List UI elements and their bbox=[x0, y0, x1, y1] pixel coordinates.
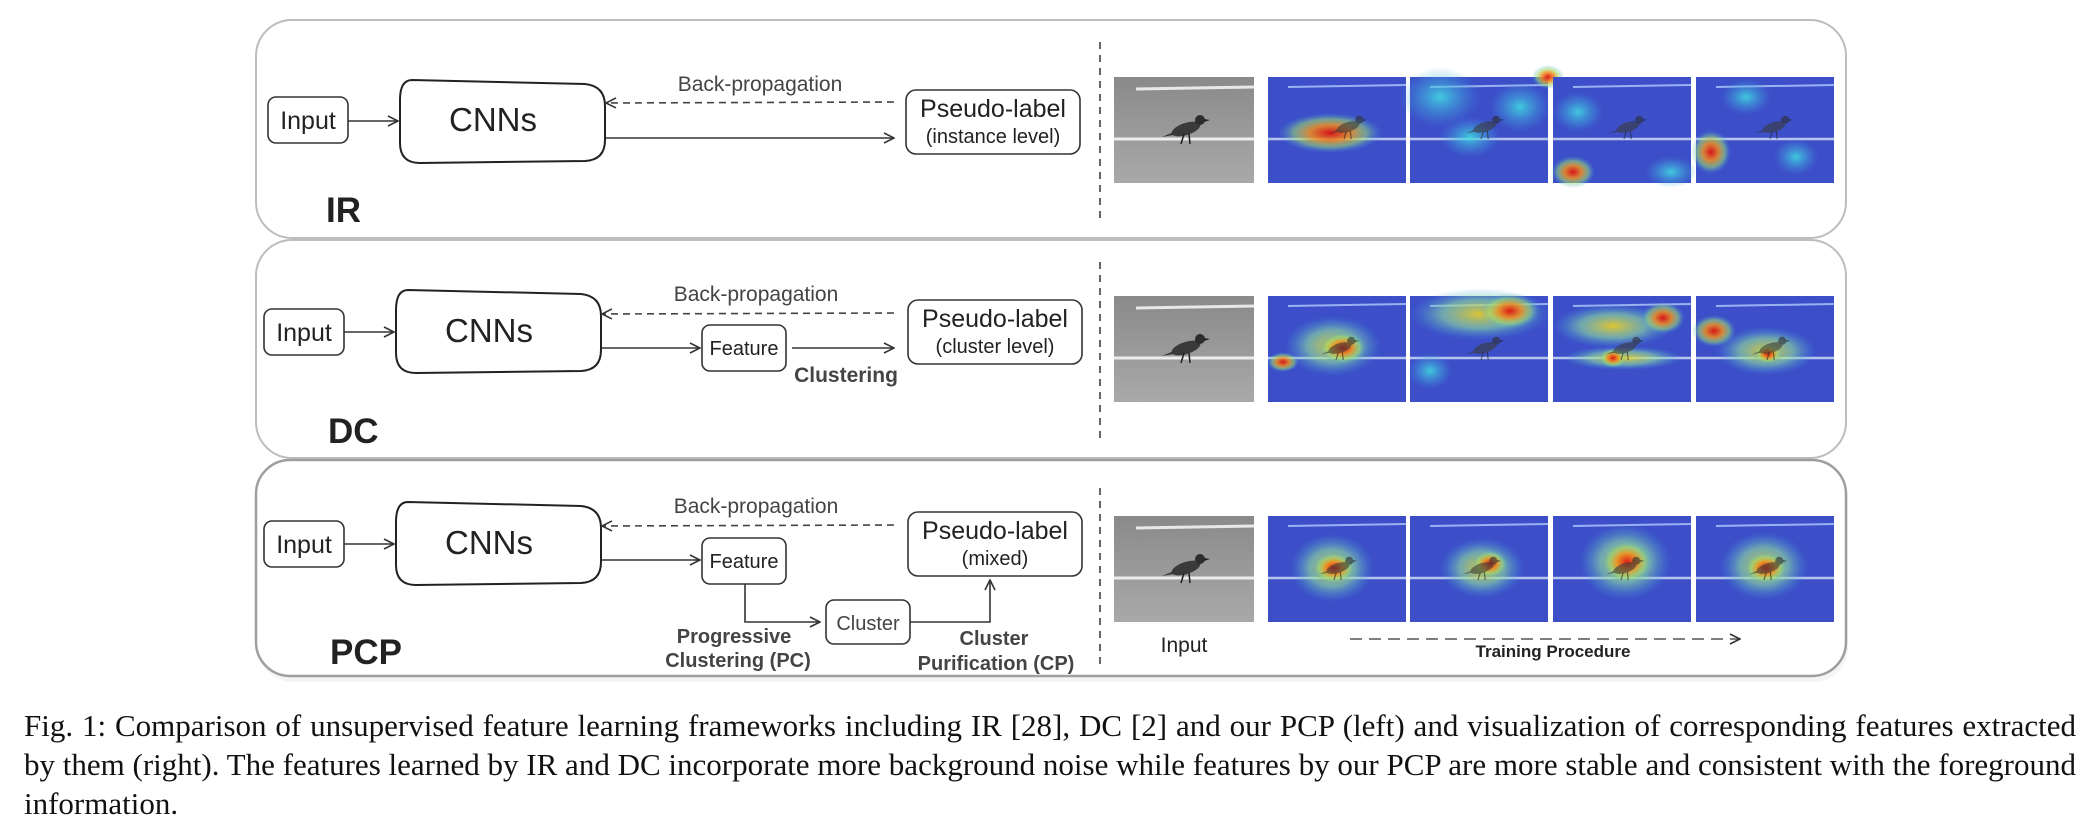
input-label: Input bbox=[280, 107, 336, 135]
pseudo-label-box bbox=[907, 511, 1083, 577]
feature-label: Feature bbox=[710, 551, 779, 573]
heatmap-ir-2 bbox=[1400, 65, 1564, 185]
pc-label-line2: Clustering (PC) bbox=[665, 650, 811, 672]
input-image-pcp bbox=[1112, 514, 1256, 624]
backprop-label: Back-propagation bbox=[678, 73, 843, 96]
cnn-label: CNNs bbox=[445, 312, 533, 349]
method-label-dc: DC bbox=[328, 412, 379, 451]
method-label-pcp: PCP bbox=[330, 633, 402, 672]
input-label: Input bbox=[276, 531, 332, 559]
heatmap-ir-1 bbox=[1266, 75, 1408, 185]
backprop-label: Back-propagation bbox=[674, 495, 839, 518]
cluster-label: Cluster bbox=[836, 613, 900, 635]
pc-label-line1: Progressive bbox=[677, 626, 792, 648]
backprop-label: Back-propagation bbox=[674, 283, 839, 306]
input-box bbox=[267, 96, 349, 144]
input-image-caption: Input bbox=[1161, 634, 1208, 657]
heatmap-dc-3 bbox=[1551, 294, 1693, 404]
input-image-dc bbox=[1112, 294, 1256, 404]
panel-pcp: Input CNNs Back-propagation Feature Clus… bbox=[254, 458, 1848, 682]
clustering-label: Clustering bbox=[794, 364, 898, 387]
cp-label-line1: Cluster bbox=[960, 628, 1029, 650]
cnn-block bbox=[399, 78, 606, 165]
heatmap-ir-3 bbox=[1551, 75, 1697, 188]
input-image-ir bbox=[1112, 75, 1256, 185]
heatmap-pcp-3 bbox=[1551, 514, 1693, 624]
feature-label: Feature bbox=[710, 338, 779, 360]
heatmap-pcp-4 bbox=[1694, 514, 1836, 624]
heatmap-dc-4 bbox=[1692, 294, 1836, 404]
panel-dc: Input CNNs Back-propagation Feature Clus… bbox=[255, 239, 1847, 459]
cnn-label: CNNs bbox=[449, 101, 537, 138]
heatmap-dc-2 bbox=[1408, 288, 1550, 404]
figure-diagram: Input CNNs Back-propagation Pseudo-label… bbox=[254, 19, 1848, 682]
cnn-block bbox=[395, 288, 602, 375]
heatmap-dc-1 bbox=[1266, 294, 1408, 404]
pseudo-label-box bbox=[907, 299, 1083, 365]
input-label: Input bbox=[276, 319, 332, 347]
method-label-ir: IR bbox=[326, 191, 361, 230]
heatmap-ir-4 bbox=[1691, 75, 1836, 185]
figure-caption: Fig. 1: Comparison of unsupervised featu… bbox=[24, 708, 2076, 821]
training-procedure-label: Training Procedure bbox=[1476, 642, 1631, 661]
panel-ir: Input CNNs Back-propagation Pseudo-label… bbox=[255, 19, 1847, 239]
pseudo-label-sub: (mixed) bbox=[962, 548, 1029, 570]
pseudo-label-title: Pseudo-label bbox=[922, 305, 1068, 333]
cp-label-line2: Purification (CP) bbox=[918, 653, 1075, 675]
feature-box bbox=[701, 537, 787, 585]
pseudo-label-title: Pseudo-label bbox=[922, 517, 1068, 545]
pseudo-label-sub: (cluster level) bbox=[936, 336, 1055, 358]
pseudo-label-title: Pseudo-label bbox=[920, 95, 1066, 123]
pseudo-label-sub: (instance level) bbox=[926, 126, 1061, 148]
heatmap-pcp-2 bbox=[1408, 514, 1550, 624]
cnn-block bbox=[395, 500, 602, 587]
pseudo-label-box bbox=[905, 89, 1081, 155]
cnn-label: CNNs bbox=[445, 524, 533, 561]
heatmap-pcp-1 bbox=[1266, 514, 1408, 624]
feature-box bbox=[701, 324, 787, 372]
